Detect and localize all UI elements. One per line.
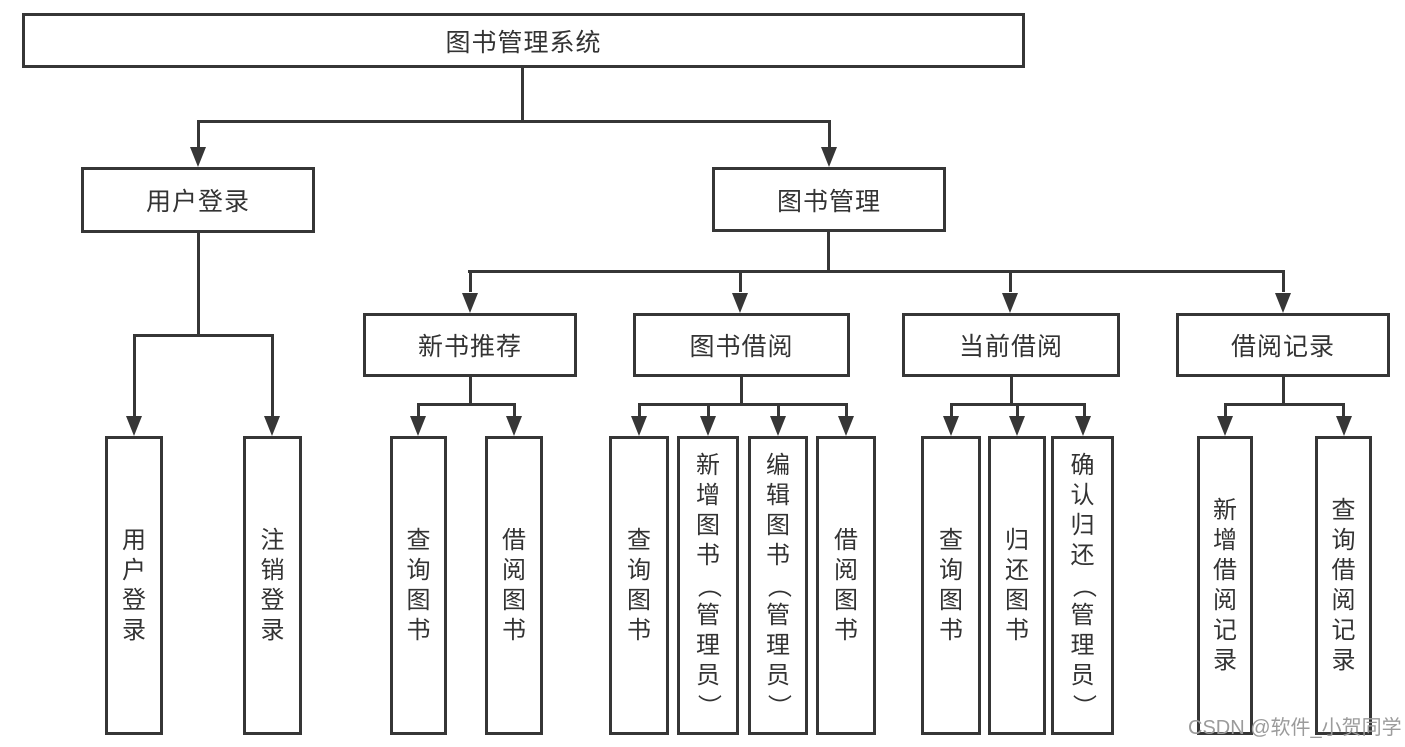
connector-line — [521, 68, 524, 121]
arrowhead-down-icon — [410, 416, 426, 436]
node-book-borrowing: 图书借阅 — [633, 313, 850, 377]
connector-line — [513, 403, 516, 417]
connector-line — [469, 270, 472, 292]
arrowhead-down-icon — [462, 293, 478, 313]
connector-line — [1342, 403, 1345, 417]
connector-line — [950, 403, 953, 417]
connector-line — [469, 377, 472, 405]
leaf-borrow-books-recommend: 借阅图书 — [485, 436, 543, 735]
leaf-search-books-current: 查询图书 — [921, 436, 981, 735]
connector-line — [638, 403, 848, 406]
connector-line — [1083, 403, 1086, 417]
arrowhead-down-icon — [190, 147, 206, 167]
arrowhead-down-icon — [1075, 416, 1091, 436]
arrowhead-down-icon — [1009, 416, 1025, 436]
arrowhead-down-icon — [1002, 293, 1018, 313]
leaf-confirm-return-admin: 确认归还（管理员） — [1051, 436, 1114, 735]
connector-line — [133, 334, 274, 337]
connector-line — [1224, 403, 1227, 417]
connector-line — [777, 403, 780, 417]
node-borrowing-records: 借阅记录 — [1176, 313, 1390, 377]
leaf-borrow-books: 借阅图书 — [816, 436, 876, 735]
leaf-logout: 注销登录 — [243, 436, 302, 735]
node-new-book-recommendation: 新书推荐 — [363, 313, 577, 377]
connector-line — [417, 403, 420, 417]
connector-line — [828, 120, 831, 152]
connector-line — [1016, 403, 1019, 417]
arrowhead-down-icon — [821, 147, 837, 167]
node-library-management-system: 图书管理系统 — [22, 13, 1025, 68]
connector-line — [740, 377, 743, 405]
arrowhead-down-icon — [700, 416, 716, 436]
connector-line — [1010, 377, 1013, 405]
connector-line — [133, 334, 136, 416]
arrowhead-down-icon — [506, 416, 522, 436]
connector-line — [845, 403, 848, 417]
connector-line — [468, 270, 1285, 273]
node-current-borrowing: 当前借阅 — [902, 313, 1120, 377]
leaf-return-books: 归还图书 — [988, 436, 1046, 735]
connector-line — [271, 334, 274, 416]
arrowhead-down-icon — [838, 416, 854, 436]
arrowhead-down-icon — [943, 416, 959, 436]
leaf-user-login: 用户登录 — [105, 436, 163, 735]
arrowhead-down-icon — [631, 416, 647, 436]
leaf-add-borrow-record: 新增借阅记录 — [1197, 436, 1253, 735]
watermark: CSDN @软件_小贺同学 — [1188, 717, 1402, 739]
leaf-search-borrow-record: 查询借阅记录 — [1315, 436, 1372, 735]
arrowhead-down-icon — [770, 416, 786, 436]
leaf-search-books-recommend: 查询图书 — [390, 436, 447, 735]
connector-line — [197, 120, 200, 152]
arrowhead-down-icon — [264, 416, 280, 436]
node-user-login: 用户登录 — [81, 167, 315, 233]
arrowhead-down-icon — [126, 416, 142, 436]
node-book-management: 图书管理 — [712, 167, 946, 232]
connector-line — [707, 403, 710, 417]
arrowhead-down-icon — [1275, 293, 1291, 313]
connector-line — [739, 270, 742, 292]
arrowhead-down-icon — [1217, 416, 1233, 436]
leaf-edit-books-admin: 编辑图书（管理员） — [748, 436, 808, 735]
arrowhead-down-icon — [1336, 416, 1352, 436]
leaf-search-books-borrowing: 查询图书 — [609, 436, 669, 735]
connector-line — [1009, 270, 1012, 292]
connector-line — [1282, 377, 1285, 405]
connector-line — [827, 232, 830, 273]
leaf-add-books-admin: 新增图书（管理员） — [677, 436, 739, 735]
connector-line — [638, 403, 641, 417]
connector-line — [417, 403, 516, 406]
connector-line — [1282, 270, 1285, 292]
connector-line — [197, 233, 200, 336]
arrowhead-down-icon — [732, 293, 748, 313]
connector-line — [197, 120, 831, 123]
connector-line — [1224, 403, 1345, 406]
